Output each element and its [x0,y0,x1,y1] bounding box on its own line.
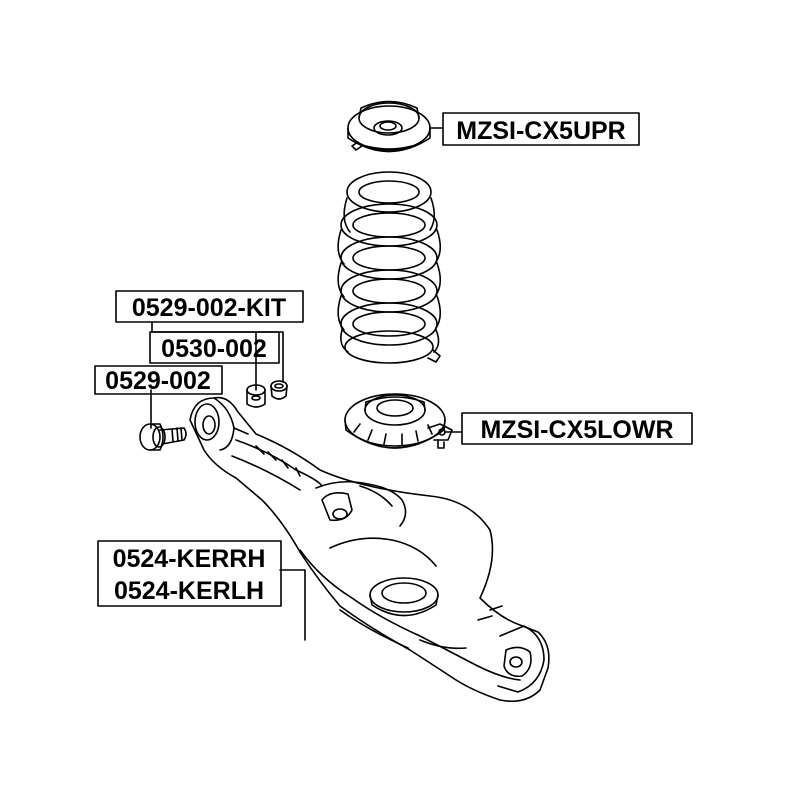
label-frames [94,112,693,607]
washer-nut-drawing [246,380,288,408]
bolt-drawing [139,423,187,451]
lower-mount-label: MZSI-CX5LOWR [480,416,673,444]
upper-spring-mount-drawing [347,100,431,153]
lower-control-arm-drawing [189,396,550,703]
coil-spring-drawing [337,171,442,364]
bolt-kit-label: 0529-002-KIT [132,294,286,322]
washer-label: 0530-002 [161,335,267,363]
arm-lh-label: 0524-KERLH [114,577,264,605]
lower-spring-mount-drawing [344,393,453,449]
arm-rh-label: 0524-KERRH [113,545,266,573]
upper-mount-label: MZSI-CX5UPR [456,117,625,145]
bolt-label: 0529-002 [105,367,211,395]
